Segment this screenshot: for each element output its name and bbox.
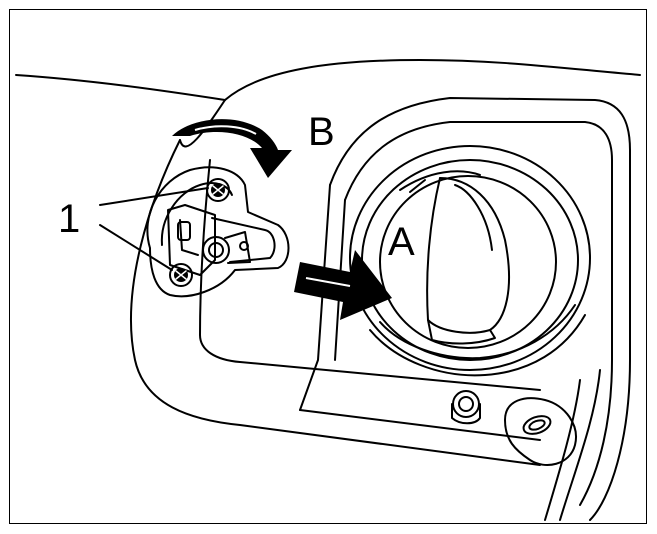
actuator-assembly bbox=[146, 166, 290, 298]
screw-upper bbox=[206, 178, 230, 202]
screw-lower bbox=[169, 263, 193, 287]
fuel-cap bbox=[349, 145, 591, 377]
callout-label-b: B bbox=[308, 110, 335, 154]
figure-frame bbox=[9, 9, 647, 524]
push-arrow-a bbox=[294, 250, 392, 320]
rotation-arrow-b bbox=[172, 119, 292, 178]
mount-bolt bbox=[451, 390, 481, 425]
callout-label-a: A bbox=[388, 220, 415, 264]
filler-opening bbox=[299, 97, 631, 521]
hinge-bracket bbox=[504, 397, 577, 466]
callout-1-leaders bbox=[99, 187, 209, 271]
callout-label-1: 1 bbox=[58, 197, 80, 241]
